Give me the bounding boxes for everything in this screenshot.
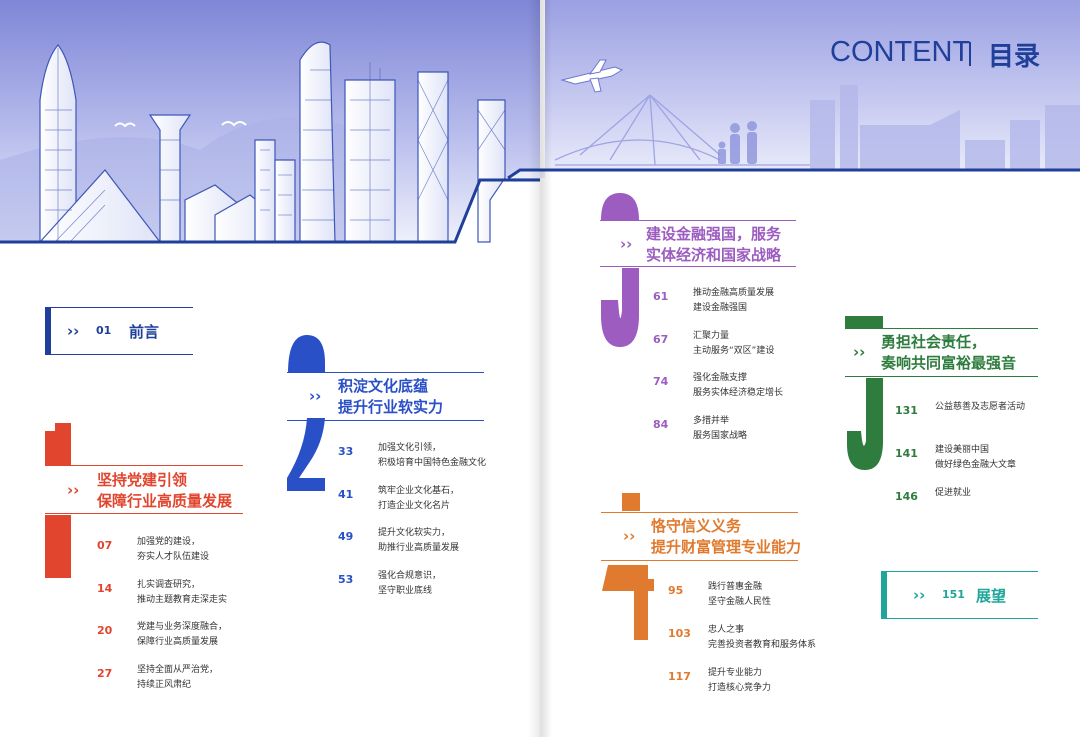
toc-entry-line: 促进就业 bbox=[935, 488, 972, 498]
toc-entry-page: 117 bbox=[668, 670, 691, 683]
toc-entry-page: 41 bbox=[338, 487, 354, 501]
chevron-right-icon: ›› bbox=[853, 343, 866, 361]
toc-entry-page: 84 bbox=[653, 417, 669, 431]
toc-entry-line: 公益慈善及志愿者活动 bbox=[935, 402, 1026, 412]
toc-entry-line: 坚守金融人民性 bbox=[708, 597, 772, 607]
section-1-numeral bbox=[45, 423, 71, 578]
toc-entry-text: 坚持全面从严治党， 持续正风肃纪 bbox=[137, 663, 218, 693]
toc-entry-page: 33 bbox=[338, 445, 354, 458]
toc-entry-page: 74 bbox=[653, 375, 669, 388]
toc-label: 目录 bbox=[988, 42, 1041, 72]
chevron-right-icon: ›› bbox=[620, 235, 633, 253]
toc-entry-page: 61 bbox=[653, 290, 669, 303]
toc-entry-line: 做好绿色金融大文章 bbox=[935, 460, 1017, 470]
toc-entry-text: 党建与业务深度融合， 保障行业高质量发展 bbox=[137, 620, 227, 650]
airplane-icon bbox=[560, 59, 624, 93]
toc-entry-text: 强化合规意识， 坚守职业底线 bbox=[378, 569, 441, 599]
chevron-right-icon: ›› bbox=[67, 481, 80, 499]
page-fold bbox=[528, 0, 552, 737]
skyline-illustration bbox=[0, 0, 1080, 250]
toc-entry-line: 践行普惠金融 bbox=[708, 582, 763, 592]
toc-entry-line: 提升文化软实力， bbox=[378, 528, 451, 538]
toc-entry-line: 坚持全面从严治党， bbox=[137, 664, 219, 675]
preface-number[interactable]: 01 bbox=[96, 324, 112, 337]
toc-entry-line: 主动服务“双区”建设 bbox=[693, 345, 775, 356]
chevron-right-icon: ›› bbox=[309, 387, 322, 405]
section-4-numeral bbox=[602, 493, 654, 640]
toc-entry-line: 助推行业高质量发展 bbox=[378, 543, 460, 553]
toc-entry-page: 27 bbox=[97, 666, 113, 680]
toc-entry-line: 建设金融强国 bbox=[693, 303, 748, 313]
toc-entry-line: 推动主题教育走深走实 bbox=[137, 594, 228, 605]
toc-entry-line: 服务国家战略 bbox=[693, 430, 748, 441]
toc-entry-line: 多措并举 bbox=[693, 415, 730, 426]
toc-entry-page: 103 bbox=[668, 627, 691, 640]
toc-entry-text: 多措并举服务国家战略 bbox=[693, 414, 747, 444]
toc-entry-line: 强化金融支撑 bbox=[693, 373, 748, 383]
toc-entry-text: 扎实调查研究， 推动主题教育走深走实 bbox=[137, 578, 227, 608]
toc-entry-text: 加强党的建设， 夯实人才队伍建设 bbox=[137, 535, 209, 565]
toc-entry-line: 筑牢企业文化基石， bbox=[378, 485, 460, 496]
section-3-numeral bbox=[601, 193, 639, 347]
section-2-numeral bbox=[287, 335, 325, 491]
toc-entry-page: 07 bbox=[97, 539, 113, 552]
toc-entry-line: 打造核心竞争力 bbox=[708, 683, 772, 693]
toc-entry-page: 67 bbox=[653, 332, 669, 346]
toc-entry-line: 加强文化引领， bbox=[378, 443, 442, 453]
toc-entry-page: 131 bbox=[895, 404, 918, 417]
toc-entry-line: 积极培育中国特色金融文化 bbox=[378, 458, 487, 468]
header-divider bbox=[969, 42, 971, 66]
section-1-title[interactable]: 坚持党建引领保障行业高质量发展 bbox=[97, 471, 233, 510]
toc-entry-line: 扎实调查研究， bbox=[137, 579, 201, 590]
toc-entry-line: 完善投资者教育和服务体系 bbox=[708, 640, 817, 650]
toc-entry-text: 忠人之事完善投资者教育和服务体系 bbox=[708, 623, 816, 653]
toc-entry-line: 打造企业文化名片 bbox=[378, 500, 451, 511]
toc-entry-text: 提升文化软实力， 助推行业高质量发展 bbox=[378, 526, 459, 556]
toc-entry-text: 汇聚力量主动服务“双区”建设 bbox=[693, 329, 774, 359]
toc-entry-line: 夯实人才队伍建设 bbox=[137, 552, 210, 562]
toc-entry-page: 146 bbox=[895, 490, 918, 503]
toc-entry-page: 53 bbox=[338, 572, 354, 586]
outlook-title[interactable]: 展望 bbox=[976, 587, 1007, 605]
content-label: CONTENT bbox=[830, 36, 971, 68]
toc-entry-text: 提升专业能力打造核心竞争力 bbox=[708, 666, 771, 696]
toc-entry-page: 141 bbox=[895, 447, 918, 460]
toc-entry-text: 加强文化引领， 积极培育中国特色金融文化 bbox=[378, 441, 486, 471]
toc-entry-text: 促进就业 bbox=[935, 486, 971, 501]
toc-entry-line: 坚守职业底线 bbox=[378, 585, 433, 596]
toc-entry-text: 强化金融支撑服务实体经济稳定增长 bbox=[693, 371, 783, 401]
section-3-title[interactable]: 建设金融强国，服务实体经济和国家战略 bbox=[646, 225, 782, 264]
toc-entry-line: 忠人之事 bbox=[708, 625, 745, 635]
toc-entry-page: 14 bbox=[97, 581, 113, 595]
toc-entry-text: 推动金融高质量发展建设金融强国 bbox=[693, 286, 774, 316]
toc-entry-page: 20 bbox=[97, 624, 113, 637]
outlook-number[interactable]: 151 bbox=[942, 588, 965, 601]
toc-entry-page: 49 bbox=[338, 530, 354, 543]
toc-entry-line: 保障行业高质量发展 bbox=[137, 637, 219, 647]
preface-title[interactable]: 前言 bbox=[129, 323, 160, 341]
section-5-title[interactable]: 勇担社会责任，奏响共同富裕最强音 bbox=[881, 333, 1017, 372]
toc-entry-text: 践行普惠金融坚守金融人民性 bbox=[708, 580, 771, 610]
chevron-right-icon: ›› bbox=[67, 322, 80, 340]
toc-entry-line: 建设美丽中国 bbox=[935, 445, 990, 455]
toc-entry-page: 95 bbox=[668, 584, 684, 597]
toc-entry-line: 提升专业能力 bbox=[708, 668, 763, 678]
toc-entry-line: 服务实体经济稳定增长 bbox=[693, 388, 784, 398]
toc-entry-line: 加强党的建设， bbox=[137, 537, 201, 547]
section-5-numeral bbox=[845, 316, 883, 470]
toc-entry-line: 党建与业务深度融合， bbox=[137, 622, 228, 632]
toc-entry-line: 汇聚力量 bbox=[693, 330, 730, 341]
toc-entry-line: 推动金融高质量发展 bbox=[693, 288, 775, 298]
section-4-title[interactable]: 恪守信义义务提升财富管理专业能力 bbox=[651, 517, 802, 556]
toc-entry-text: 公益慈善及志愿者活动 bbox=[935, 400, 1025, 415]
toc-entry-text: 筑牢企业文化基石， 打造企业文化名片 bbox=[378, 484, 459, 514]
toc-entry-line: 持续正风肃纪 bbox=[137, 679, 192, 690]
chevron-right-icon: ›› bbox=[913, 586, 926, 604]
toc-entry-text: 建设美丽中国做好绿色金融大文章 bbox=[935, 443, 1016, 473]
toc-entry-line: 强化合规意识， bbox=[378, 570, 442, 581]
section-2-title[interactable]: 积淀文化底蕴提升行业软实力 bbox=[338, 377, 444, 416]
chevron-right-icon: ›› bbox=[623, 527, 636, 545]
